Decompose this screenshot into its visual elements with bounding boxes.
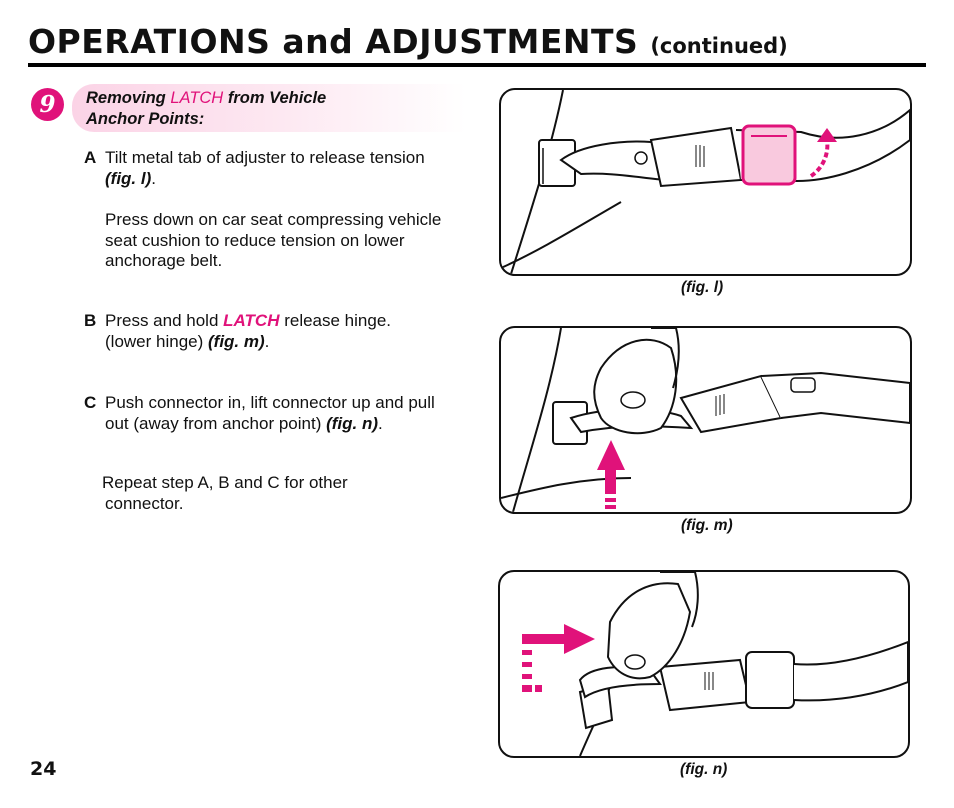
step-a-paragraph2: Press down on car seat compressing vehic… [105,210,442,270]
curved-up-arrow-icon [809,128,837,178]
figure-l-caption: (fig. l) [681,279,724,296]
page-title-continued: (continued) [650,34,788,58]
step-heading-part2: from Vehicle [223,89,327,107]
figure-n-caption: (fig. n) [680,761,728,778]
figure-m-illustration [501,328,910,512]
step-a-figref: (fig. l) [105,168,152,188]
step-b-text3: (lower hinge) [105,331,208,351]
step-b-letter: B [84,311,97,330]
step-c-text: Push connector in, lift connector up and… [105,393,435,433]
right-arrow-icon [522,624,595,692]
adjuster-tab-highlight [741,124,797,186]
step-c-letter: C [84,393,97,412]
step-c-figref: (fig. n) [326,413,379,433]
step-c: C Push connector in, lift connector up a… [84,393,435,433]
step-b-text2: release hinge. [279,311,392,330]
page-title-main: OPERATIONS and ADJUSTMENTS [28,22,639,61]
step-heading-banner: Removing LATCH from Vehicle Anchor Point… [72,84,466,132]
figure-l [499,88,912,276]
step-a-text: Tilt metal tab of adjuster to release te… [105,148,425,167]
step-heading-line2: Anchor Points: [86,110,205,128]
figure-n [498,570,910,758]
step-number-badge: 9 [31,88,64,121]
figure-m [499,326,912,514]
figure-l-illustration [501,90,910,274]
step-b-latch: LATCH [223,311,280,330]
step-heading-latch: LATCH [170,89,224,107]
page-title: OPERATIONS and ADJUSTMENTS (continued) [28,22,788,61]
up-arrow-icon [597,440,625,509]
repeat-line1: Repeat step A, B and C for other [102,473,348,492]
step-a-letter: A [84,148,97,167]
step-heading: Removing LATCH from Vehicle Anchor Point… [86,88,456,130]
step-heading-part1: Removing [86,89,171,107]
page-number: 24 [30,758,57,780]
figure-n-illustration [522,572,908,756]
step-a: A Tilt metal tab of adjuster to release … [84,148,464,272]
step-b-figref: (fig. m) [208,331,265,351]
title-divider [28,63,926,67]
step-b-text1: Press and hold [105,311,224,330]
repeat-note: Repeat step A, B and C for other connect… [102,473,402,514]
repeat-line2: connector. [105,493,184,513]
figure-m-caption: (fig. m) [681,517,733,534]
step-b: B Press and hold LATCH release hinge. (l… [84,311,392,351]
